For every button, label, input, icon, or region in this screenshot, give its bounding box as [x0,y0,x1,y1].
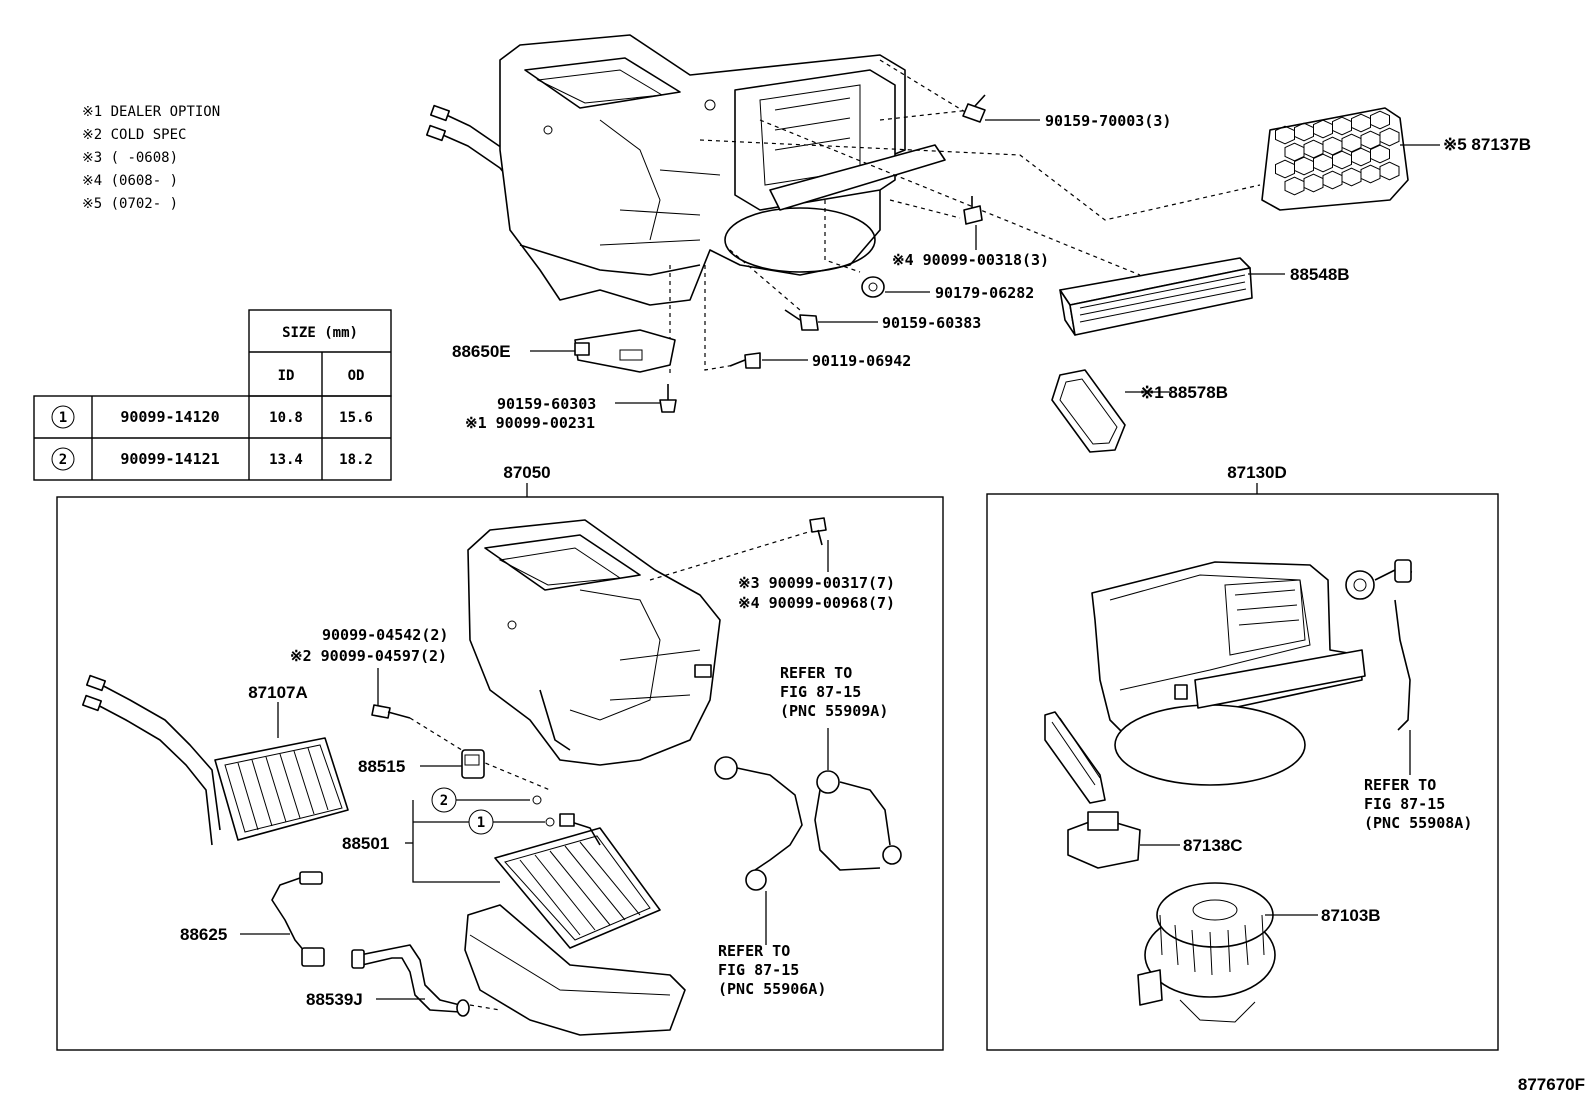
row-1-id: 10.8 [269,410,303,426]
label-90099-00317: ※3 90099-00317(7) [738,574,895,592]
col-od-header: OD [348,368,365,384]
row-1-mark: 1 [59,410,67,426]
refer-c-line-2: FIG 87-15 [1364,795,1445,813]
row-1-od: 15.6 [339,410,373,426]
refer-c-line-3: (PNC 55908A) [1364,814,1472,832]
connector-55906a-drawing [714,756,803,891]
refer-b-line-3: (PNC 55906A) [718,980,826,998]
screw-icon [963,196,983,225]
col-id-header: ID [278,368,295,384]
screw-icon [659,384,677,413]
label-87130d: 87130D [1227,463,1287,482]
connector-55909a-drawing [814,770,902,871]
box-87050 [56,496,944,1051]
note-3: ※3 ( -0608) [82,150,178,166]
label-87137b: ※5 87137B [1443,135,1531,154]
hvac-unit-assembly-drawing [425,34,946,306]
part-88539j-hose-drawing [351,944,470,1017]
label-90179-06282: 90179-06282 [935,284,1034,302]
refer-b-line-2: FIG 87-15 [718,961,799,979]
screw-icon [371,704,411,719]
row-2-part: 90099-14121 [120,450,219,468]
callout-2: 2 [440,793,448,809]
part-87107a-heater-core-drawing [81,674,349,846]
heater-case-drawing [467,519,721,766]
refer-a-line-2: FIG 87-15 [780,683,861,701]
note-2: ※2 COLD SPEC [82,127,186,143]
lower-case-drawing [464,904,686,1036]
refer-c-line-1: REFER TO [1364,776,1436,794]
label-88650e: 88650E [452,342,511,361]
label-87107a: 87107A [248,683,308,702]
label-90099-04597: ※2 90099-04597(2) [290,647,447,665]
label-88625: 88625 [180,925,227,944]
bolt-icon [962,94,986,123]
connector-55908a-drawing [1345,559,1413,731]
label-88539j: 88539J [306,990,363,1009]
size-header: SIZE (mm) [282,325,358,341]
part-87138c-resistor-drawing [1067,811,1141,869]
label-87138c: 87138C [1183,836,1243,855]
screw-icon [729,352,761,369]
label-87050: 87050 [503,463,550,482]
label-90119-06942: 90119-06942 [812,352,911,370]
label-88501: 88501 [342,834,389,853]
row-1-part: 90099-14120 [120,408,219,426]
row-2-id: 13.4 [269,452,303,468]
box-87130d [986,493,1499,1051]
note-4: ※4 (0608- ) [82,173,178,189]
refer-a-line-3: (PNC 55909A) [780,702,888,720]
callout-1: 1 [477,815,485,831]
label-90159-70003: 90159-70003(3) [1045,112,1171,130]
part-88625-sensor-drawing [271,871,325,967]
part-87103b-blower-motor-drawing [1137,882,1276,1023]
part-87137b-mesh-drawing [1261,107,1409,211]
bolt-icon [784,309,819,331]
refer-b-line-1: REFER TO [718,942,790,960]
label-90099-00231: ※1 90099-00231 [465,414,595,432]
label-90099-04542: 90099-04542(2) [322,626,448,644]
refer-a-line-1: REFER TO [780,664,852,682]
label-88515: 88515 [358,757,405,776]
blower-case-drawing [1044,561,1366,804]
note-1: ※1 DEALER OPTION [82,104,220,120]
part-88501-evaporator-drawing [494,813,661,949]
label-90099-00968: ※4 90099-00968(7) [738,594,895,612]
label-90159-60383: 90159-60383 [882,314,981,332]
label-88578b: ※1 88578B [1140,383,1228,402]
figure-id: 877670F [1518,1075,1585,1094]
note-5: ※5 (0702- ) [82,196,178,212]
screw-icon [809,517,827,546]
label-90159-60303: 90159-60303 [497,395,596,413]
nut-icon [861,276,885,298]
notes-block: ※1 DEALER OPTION ※2 COLD SPEC ※3 ( -0608… [82,104,220,212]
part-88548b-filter-drawing [1059,257,1253,336]
label-88548b: 88548B [1290,265,1350,284]
part-88650e-drawing [574,329,676,373]
label-87103b: 87103B [1321,906,1381,925]
row-2-mark: 2 [59,452,67,468]
part-88515-valve-drawing [461,749,485,779]
label-90099-00318: ※4 90099-00318(3) [892,251,1049,269]
size-table: SIZE (mm) ID OD 1 2 90099-14120 90099-14… [33,309,392,481]
part-88578b-gasket-drawing [1051,369,1126,453]
row-2-od: 18.2 [339,452,373,468]
